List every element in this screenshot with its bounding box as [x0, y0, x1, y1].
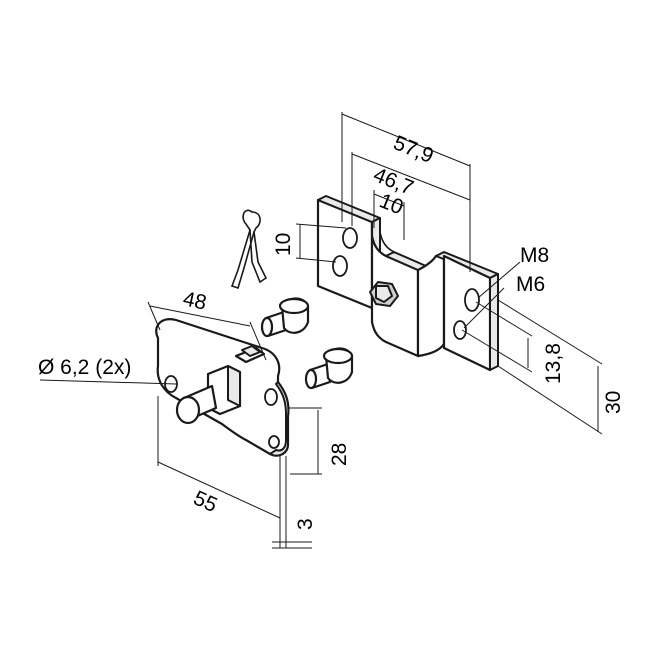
pin-upper: [260, 297, 310, 338]
dim-57-9: 57,9: [390, 131, 437, 168]
dim-13-8: 13,8: [542, 343, 565, 384]
pin-lower: [304, 347, 354, 390]
latch-hole-bottom: [268, 435, 280, 449]
dim-hole-diameter: Ø 6,2 (2x): [38, 356, 131, 379]
dim-10-left: 10: [272, 233, 295, 256]
cotter-pin: [231, 209, 267, 289]
dim-30: 30: [602, 391, 625, 414]
bracket-hole-top-left: [342, 227, 358, 249]
dimension-labels: 57,9 46,7 10 10 M8 M6 13,8 30 48 Ø 6,2 (…: [38, 131, 625, 530]
latch-plate: [155, 318, 290, 457]
dim-48: 48: [181, 287, 209, 314]
bracket-nut: [369, 281, 399, 307]
dim-55: 55: [190, 487, 221, 518]
latch-hole-right: [264, 388, 278, 406]
dimension-lines: [39, 112, 603, 549]
bracket-hole-m8: [464, 288, 480, 312]
latch-bolt-end: [175, 395, 201, 425]
dim-28: 28: [328, 443, 351, 466]
bracket-hole-bottom-left: [332, 255, 348, 277]
dim-3: 3: [294, 518, 317, 530]
wall-bracket: [316, 195, 499, 372]
dim-m6: M6: [516, 273, 545, 296]
bracket-hole-m6: [453, 320, 467, 340]
dim-m8: M8: [520, 244, 549, 267]
